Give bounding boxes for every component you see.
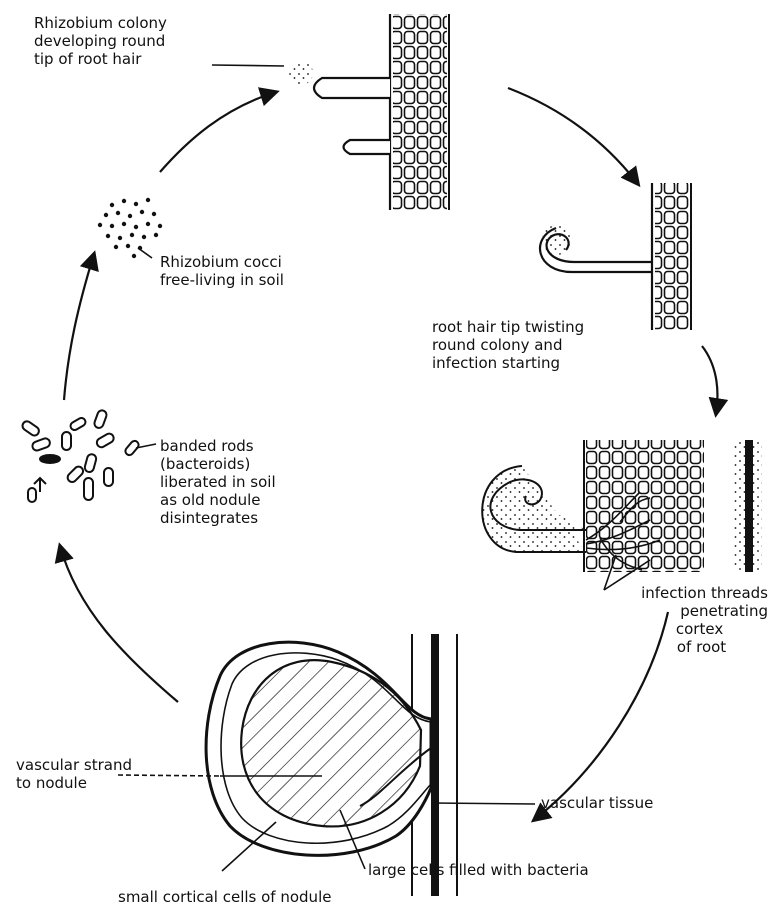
arrow-cocci-to-colony [160,92,276,172]
label-small-cells: small cortical cells of nodule [118,888,331,906]
label-threads-line2: penetrating [641,602,768,620]
arrow-nodule-to-rods [60,546,178,702]
stage6-bacteroids [21,409,140,502]
bacteria-filled-cells [241,660,421,826]
label-colony: Rhizobium colony developing round tip of… [34,14,167,68]
stage1-root-hair [289,14,449,210]
arrow-twisting-to-threads [702,346,717,414]
rhizobium-colony-icon [289,61,313,85]
stage5-cocci [98,198,162,258]
label-bacteroids-line5: disintegrates [160,509,276,527]
label-infection-threads: infection threads penetrating cortex of … [641,584,768,656]
label-vascular-strand-line1: vascular strand [16,756,132,774]
label-bacteroids-line1: banded rods [160,437,276,455]
label-cocci: Rhizobium cocci free-living in soil [160,253,284,289]
twisted-colony-icon [542,225,572,255]
arrow-rods-to-cocci [64,254,94,400]
label-vascular-strand-line2: to nodule [16,774,132,792]
label-large-cells: large cells filled with bacteria [368,861,589,879]
label-bacteroids: banded rods (bacteroids) liberated in so… [160,437,276,527]
label-cocci-line1: Rhizobium cocci [160,253,284,271]
label-threads-line4: of root [641,638,768,656]
label-bacteroids-line2: (bacteroids) [160,455,276,473]
label-colony-line3: tip of root hair [34,50,167,68]
arrow-colony-to-twisting [508,88,638,184]
label-vascular-strand: vascular strand to nodule [16,756,132,792]
label-colony-line1: Rhizobium colony [34,14,167,32]
label-twisting-line1: root hair tip twisting [432,318,584,336]
label-bacteroids-line4: as old nodule [160,491,276,509]
label-bacteroids-line3: liberated in soil [160,473,276,491]
label-twisting-line3: infection starting [432,354,584,372]
label-colony-line2: developing round [34,32,167,50]
label-twisting: root hair tip twisting round colony and … [432,318,584,372]
label-vascular-tissue: vascular tissue [541,794,653,812]
stage3-infection-threads [482,440,762,572]
label-threads-line1: infection threads [641,584,768,602]
stage2-twisting-hair [540,183,691,330]
label-twisting-line2: round colony and [432,336,584,354]
label-threads-line3: cortex [641,620,768,638]
label-cocci-line2: free-living in soil [160,271,284,289]
stage4-nodule [206,634,457,896]
